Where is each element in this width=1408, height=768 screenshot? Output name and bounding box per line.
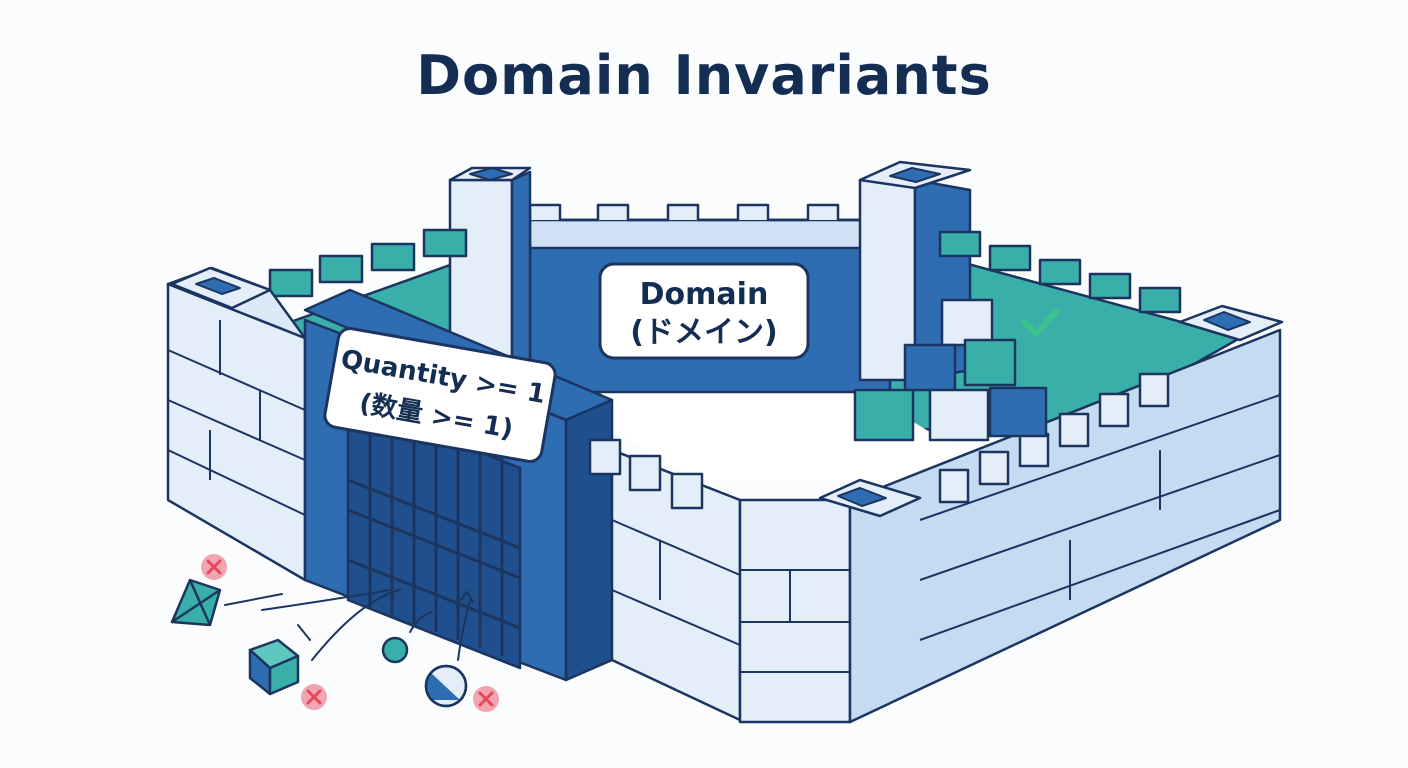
rejected-diamond <box>172 580 220 625</box>
rejected-ball-large <box>426 666 466 706</box>
x-icon <box>301 684 327 710</box>
rejected-ball-small <box>383 638 407 662</box>
x-icon <box>473 686 499 712</box>
domain-label: Domain (ドメイン) <box>600 264 808 358</box>
left-front-wall <box>168 268 305 580</box>
rejected-cube <box>250 640 298 694</box>
domain-label-line1: Domain <box>640 277 769 312</box>
domain-label-line2: (ドメイン) <box>630 315 777 350</box>
x-icon <box>201 554 227 580</box>
